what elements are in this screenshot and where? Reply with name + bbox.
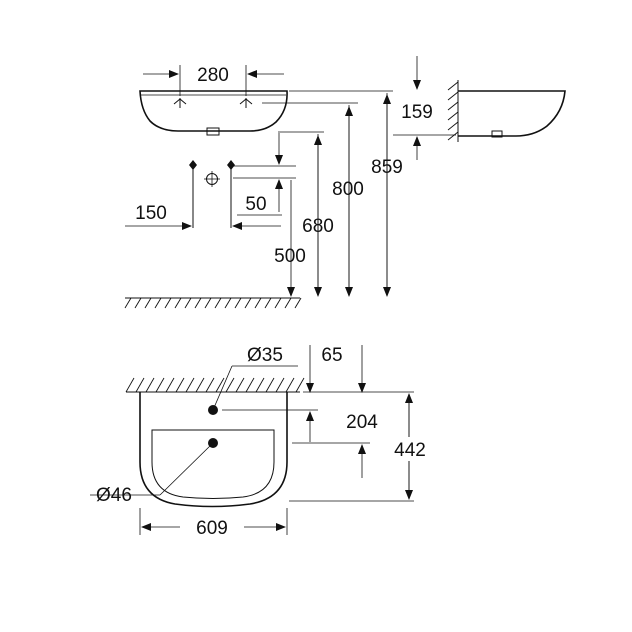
floor-hatch [124,297,302,309]
dim-150-label: 150 [135,203,167,224]
front-elevation: 280 150 50 500 [124,65,403,309]
side-elevation: 159 [393,56,566,160]
dim-tap-hole-label: Ø35 [247,345,283,366]
outlet-stub [206,127,220,136]
dim-800-label: 800 [332,179,364,200]
basin-front-outline [139,90,288,132]
dim-159-label: 159 [401,102,433,123]
basin-plan-outline [139,392,288,508]
dim-280-label: 280 [197,65,229,86]
wall-hatch [447,81,459,141]
supply-connection-left [189,160,197,228]
bowl-inner-outline [151,429,275,499]
dim-442-label: 442 [394,440,426,461]
mounting-bolt-right [239,98,253,108]
plan-view: Ø35 65 204 442 Ø46 609 [90,345,432,539]
dim-waste-hole-label: Ø46 [96,485,132,506]
waste-connection [204,171,220,187]
dim-609-label: 609 [196,518,228,539]
plan-wall-hatch [125,377,305,393]
mounting-bolt-left [173,98,187,108]
dim-50-label: 50 [245,194,266,215]
dim-500-label: 500 [274,246,306,267]
basin-side-outline [458,90,566,137]
supply-connection-right [227,160,235,228]
dim-680-label: 680 [302,216,334,237]
dim-65-label: 65 [321,345,342,366]
dim-204-label: 204 [346,412,378,433]
dim-859-label: 859 [371,157,403,178]
